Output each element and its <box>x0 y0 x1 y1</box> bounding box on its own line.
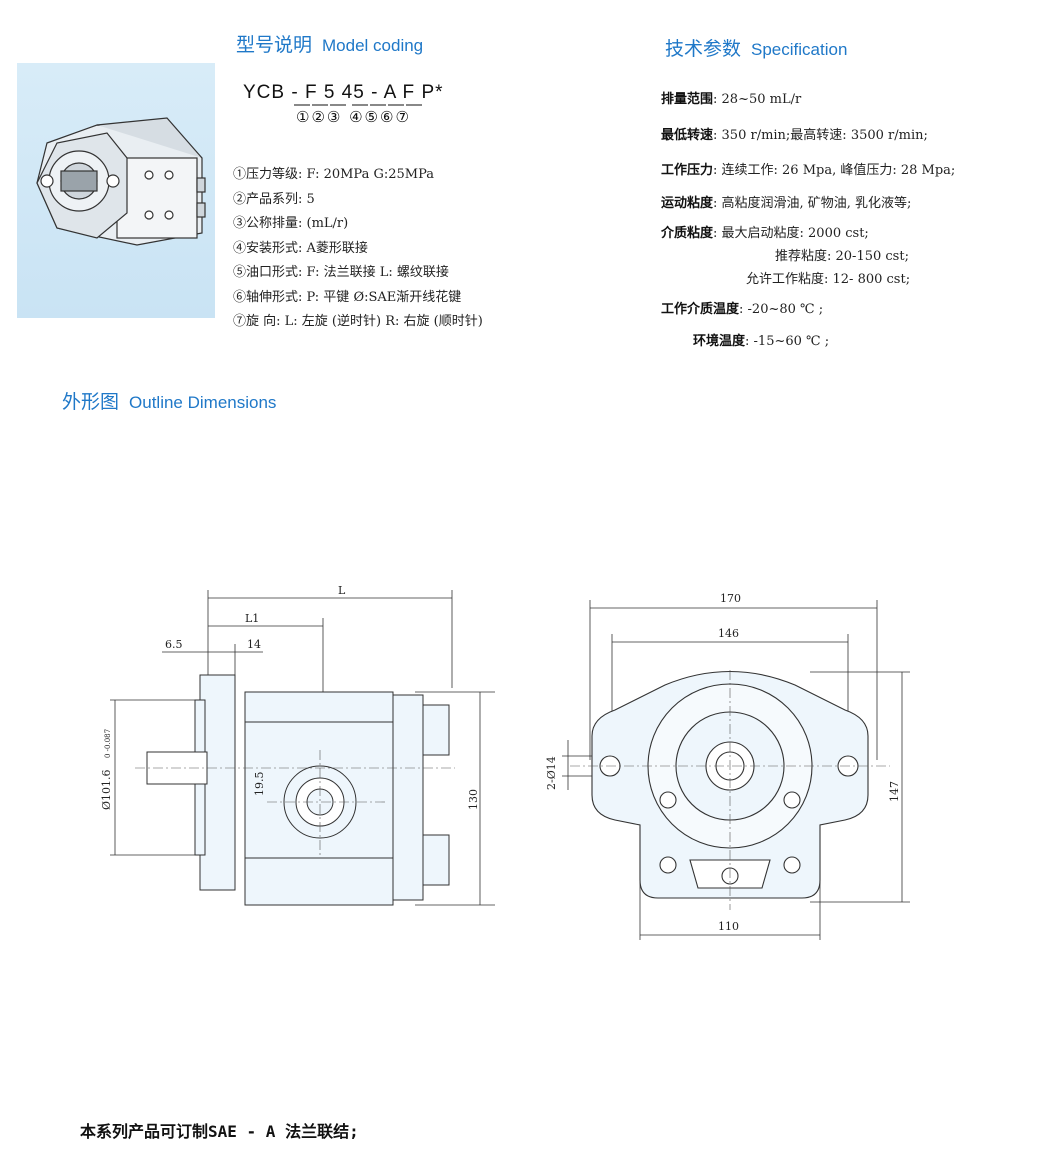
dim-hole-spec: 2-Ø14 <box>545 756 558 790</box>
coding-item: ①压力等级: F: 20MPa G:25MPa <box>233 167 435 182</box>
side-view-drawing: L L1 6.5 14 Ø101.6 0 -0.087 19.5 130 <box>100 584 495 906</box>
spec-label: 环境温度 <box>693 334 746 349</box>
dim-170: 170 <box>720 592 741 605</box>
gear-pump-illustration <box>36 117 206 246</box>
model-code-numbers: ①②③ ④⑤⑥⑦ <box>296 108 411 126</box>
dim-6-5: 6.5 <box>165 638 183 651</box>
spec-row-ambient-temperature: 环境温度: -15~60 ℃ ; <box>693 330 829 349</box>
spec-value: : 最大启动粘度: 2000 cst; <box>713 226 869 241</box>
dim-diameter-tolerance: 0 -0.087 <box>104 729 112 758</box>
spec-row-kinematic-viscosity: 运动粘度: 高粘度润滑油, 矿物油, 乳化液等; <box>661 192 911 211</box>
model-coding-title-en: Model coding <box>322 36 424 55</box>
spec-label: 运动粘度 <box>661 196 714 211</box>
specification-title-cn: 技术参数 <box>665 38 742 60</box>
outline-title-en: Outline Dimensions <box>129 393 277 412</box>
coding-item: ⑦旋 向: L: 左旋 (逆时针) R: 右旋 (顺时针) <box>233 314 483 329</box>
coding-item: ⑤油口形式: F: 法兰联接 L: 螺纹联接 <box>233 265 449 280</box>
spec-value: : 350 r/min;最高转速: 3500 r/min; <box>713 128 928 143</box>
spec-row-medium-temperature: 工作介质温度: -20~80 ℃ ; <box>661 298 823 317</box>
spec-value: : -20~80 ℃ ; <box>739 302 824 317</box>
bottom-note: 本系列产品可订制SAE - A 法兰联结; <box>80 1122 359 1141</box>
spec-label: 介质粘度 <box>661 226 714 241</box>
dim-14: 14 <box>247 638 261 651</box>
dim-147: 147 <box>888 781 901 802</box>
spec-value: : 连续工作: 26 Mpa, 峰值压力: 28 Mpa; <box>713 163 956 178</box>
model-coding-list: ①压力等级: F: 20MPa G:25MPa ②产品系列: 5 ③公称排量: … <box>233 163 483 335</box>
spec-label: 工作压力 <box>661 163 714 178</box>
spec-row-pressure: 工作压力: 连续工作: 26 Mpa, 峰值压力: 28 Mpa; <box>661 159 955 178</box>
code-underlines <box>294 104 422 106</box>
model-coding-heading: 型号说明 Model coding <box>236 30 423 57</box>
dim-19-5: 19.5 <box>253 772 266 797</box>
dim-130: 130 <box>467 789 480 810</box>
spec-row-speed: 最低转速: 350 r/min;最高转速: 3500 r/min; <box>661 124 928 143</box>
coding-item: ②产品系列: 5 <box>233 191 315 207</box>
spec-row-displacement: 排量范围: 28~50 mL/r <box>661 88 801 107</box>
dim-L1: L1 <box>245 612 259 625</box>
spec-row-recommended-viscosity: 推荐粘度: 20-150 cst; <box>775 245 909 264</box>
spec-label: 最低转速 <box>661 128 714 143</box>
model-coding-title-cn: 型号说明 <box>236 34 313 56</box>
specification-title-en: Specification <box>751 40 848 59</box>
model-code: YCB - F 5 45 - A F P* <box>243 82 444 103</box>
spec-value: 推荐粘度: 20-150 cst; <box>775 249 909 264</box>
coding-item: ④安装形式: A菱形联接 <box>233 240 368 256</box>
spec-label: 排量范围 <box>661 92 714 107</box>
dim-146: 146 <box>718 627 739 640</box>
spec-value: : -15~60 ℃ ; <box>745 334 830 349</box>
dim-110: 110 <box>718 920 739 933</box>
spec-value: : 28~50 mL/r <box>713 92 802 107</box>
spec-value: 允许工作粘度: 12- 800 cst; <box>746 272 911 287</box>
front-view-drawing: 170 146 110 147 2-Ø14 <box>545 592 910 940</box>
outline-title-cn: 外形图 <box>62 391 120 413</box>
spec-value: : 高粘度润滑油, 矿物油, 乳化液等; <box>713 196 912 211</box>
outline-heading: 外形图 Outline Dimensions <box>62 387 276 414</box>
spec-row-allowed-viscosity: 允许工作粘度: 12- 800 cst; <box>746 268 910 287</box>
spec-row-medium-viscosity: 介质粘度: 最大启动粘度: 2000 cst; <box>661 222 869 241</box>
dim-L: L <box>338 584 346 597</box>
product-photo <box>17 63 215 318</box>
coding-item: ③公称排量: (mL/r) <box>233 216 349 231</box>
coding-item: ⑥轴伸形式: P: 平键 Ø:SAE渐开线花键 <box>233 289 462 305</box>
dim-diameter: Ø101.6 <box>100 769 113 810</box>
spec-label: 工作介质温度 <box>661 302 740 317</box>
specification-heading: 技术参数 Specification <box>665 34 847 61</box>
